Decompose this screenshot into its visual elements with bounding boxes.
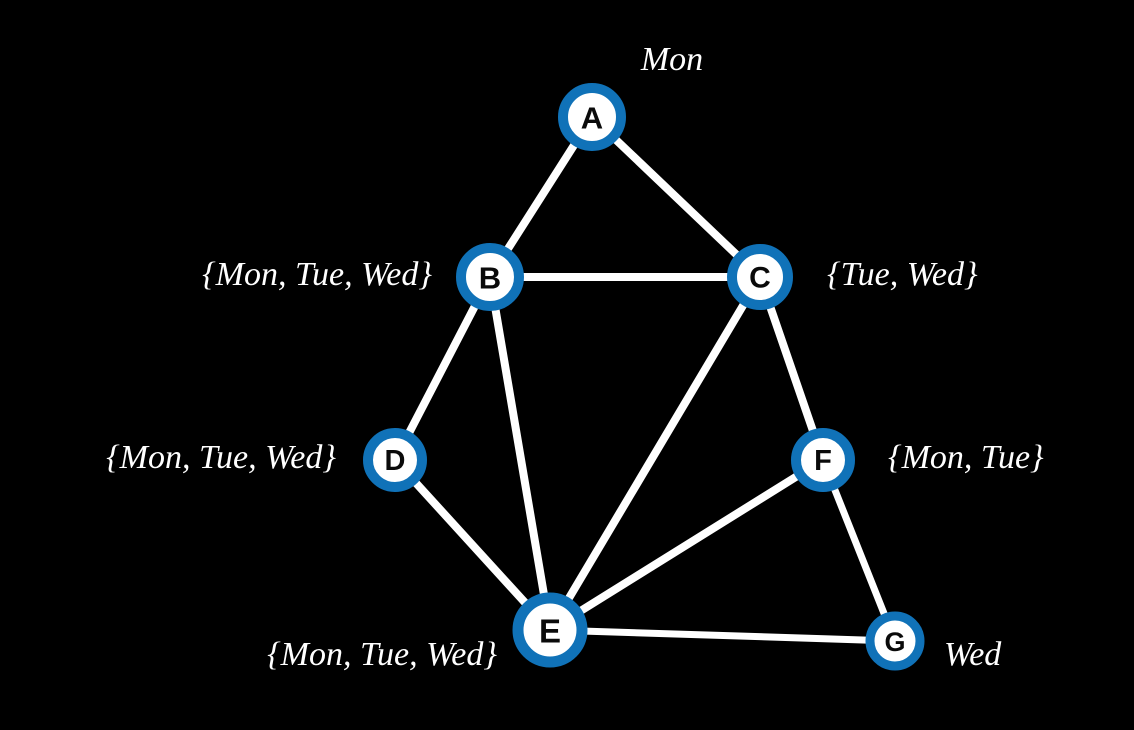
graph-node-a[interactable]: A <box>558 83 626 151</box>
graph-edge-c-e <box>546 273 764 634</box>
labels-layer: Mon {Mon, Tue, Wed} {Tue, Wed} {Mon, Tue, W… <box>106 41 1044 673</box>
node-letter-c: C <box>749 262 771 295</box>
node-letter-b: B <box>479 261 501 296</box>
graph-edge-f-g <box>819 456 899 645</box>
node-domain-label-e: {Mon, Tue, Wed} <box>267 636 497 673</box>
node-letter-d: D <box>385 445 406 477</box>
node-circle-a <box>558 83 626 151</box>
node-domain-label-a: Mon <box>640 41 703 78</box>
graph-node-g[interactable]: G <box>865 611 925 671</box>
nodes-layer: A B C D E F G <box>363 83 925 671</box>
node-domain-label-d: {Mon, Tue, Wed} <box>106 439 336 476</box>
node-circle-e <box>512 592 588 668</box>
node-domain-label-f: {Mon, Tue} <box>888 439 1044 476</box>
graph-edge-b-e <box>486 273 554 634</box>
node-circle-b <box>456 243 524 311</box>
graph-edge-b-d <box>391 273 494 464</box>
graph-edge-d-e <box>391 456 554 634</box>
graph-node-e[interactable]: E <box>512 592 588 668</box>
node-circle-d <box>363 428 427 492</box>
graph-node-c[interactable]: C <box>727 244 793 310</box>
node-letter-a: A <box>581 101 603 136</box>
node-circle-c <box>727 244 793 310</box>
graph-node-b[interactable]: B <box>456 243 524 311</box>
node-domain-label-g: Wed <box>944 636 1002 673</box>
edges-layer <box>391 113 899 645</box>
graph-edge-e-f <box>546 456 827 634</box>
node-domain-label-c: {Tue, Wed} <box>827 256 978 293</box>
node-domain-label-b: {Mon, Tue, Wed} <box>202 256 432 293</box>
graph-node-f[interactable]: F <box>791 428 855 492</box>
node-letter-e: E <box>539 613 561 650</box>
graph-edge-a-c <box>588 113 764 281</box>
node-circle-f <box>791 428 855 492</box>
graph-node-d[interactable]: D <box>363 428 427 492</box>
node-letter-g: G <box>884 627 905 657</box>
node-circle-g <box>865 611 925 671</box>
graph-edge-e-g <box>546 626 899 645</box>
node-letter-f: F <box>814 445 832 477</box>
